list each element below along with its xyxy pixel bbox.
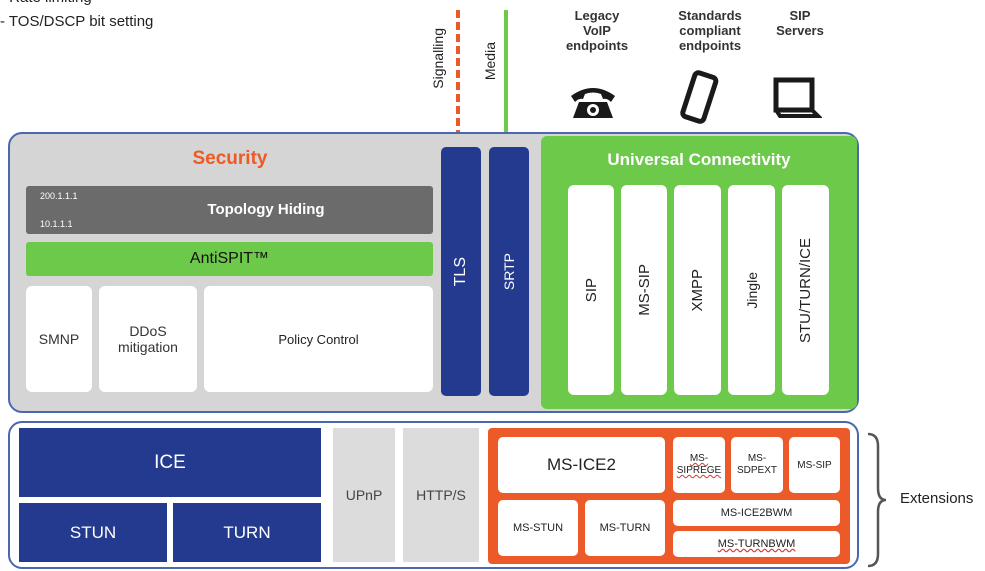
srtp-label: SRTP [501, 252, 517, 291]
signalling-line [456, 10, 460, 150]
bullet-rate-limiting: - Rate limiting [0, 0, 153, 10]
topology-ip2: 10.1.1.1 [40, 219, 73, 229]
security-title: Security [192, 148, 268, 169]
endpoint-legacy-label: Legacy VoIP endpoints [565, 8, 629, 53]
extensions-label: Extensions [900, 490, 974, 507]
signalling-label: Signalling [430, 28, 446, 89]
ice-box: ICE [19, 428, 321, 497]
protocol-sip-label: SIP [582, 277, 600, 303]
turn-box: TURN [173, 503, 321, 562]
phone-icon [571, 88, 615, 118]
media-line [504, 10, 508, 150]
smnp-box: SMNP [26, 286, 92, 392]
ms-stun-box: MS-STUN [498, 500, 578, 556]
protocol-xmpp-label: XMPP [689, 268, 706, 312]
protocol-ms-sip: MS-SIP [621, 185, 667, 395]
protocol-jingle: Jingle [728, 185, 775, 395]
smartphone-icon [680, 70, 719, 124]
ms-siprege-box: MS- SIPREGE [673, 437, 725, 493]
topology-hiding-label: Topology Hiding [207, 201, 325, 218]
antispit-bar: AntiSPIT™ [26, 242, 433, 276]
ms-ice2-box: MS-ICE2 [498, 437, 665, 493]
protocol-jingle-label: Jingle [743, 271, 760, 309]
media-label: Media [482, 42, 498, 81]
endpoint-sip-servers-label: SIP Servers [776, 8, 824, 38]
tls-label: TLS [452, 256, 469, 287]
ms-turnbwm-box: MS-TURNBWM [673, 531, 840, 557]
ms-sip-box: MS-SIP [789, 437, 840, 493]
protocol-stu-turn-ice-label: STU/TURN/ICE [797, 237, 814, 343]
protocol-xmpp: XMPP [674, 185, 721, 395]
tls-bar: TLS [441, 147, 481, 396]
topology-ip1: 200.1.1.1 [40, 191, 78, 201]
ms-sdpext-box: MS- SDPEXT [731, 437, 783, 493]
ddos-box: DDoS mitigation [99, 286, 197, 392]
protocol-sip: SIP [568, 185, 614, 395]
policy-control-box: Policy Control [204, 286, 433, 392]
bullet-tos-dscp: - TOS/DSCP bit setting [0, 13, 154, 30]
https-box: HTTP/S [403, 428, 479, 562]
topology-hiding-bar: 200.1.1.1 10.1.1.1 Topology Hiding [26, 186, 433, 234]
stun-box: STUN [19, 503, 167, 562]
extensions-brace [867, 432, 887, 568]
endpoint-standards-label: Standards compliant endpoints [678, 8, 742, 53]
ms-turn-box: MS-TURN [585, 500, 665, 556]
srtp-bar: SRTP [489, 147, 529, 396]
monitor-icon [773, 77, 822, 118]
ms-ice2bwm-box: MS-ICE2BWM [673, 500, 840, 526]
protocol-stu-turn-ice: STU/TURN/ICE [782, 185, 829, 395]
upnp-box: UPnP [333, 428, 395, 562]
universal-connectivity-title: Universal Connectivity [607, 150, 791, 169]
protocol-ms-sip-label: MS-SIP [635, 264, 653, 316]
bullet-list: - Rate limiting - TOS/DSCP bit setting [0, 0, 153, 34]
